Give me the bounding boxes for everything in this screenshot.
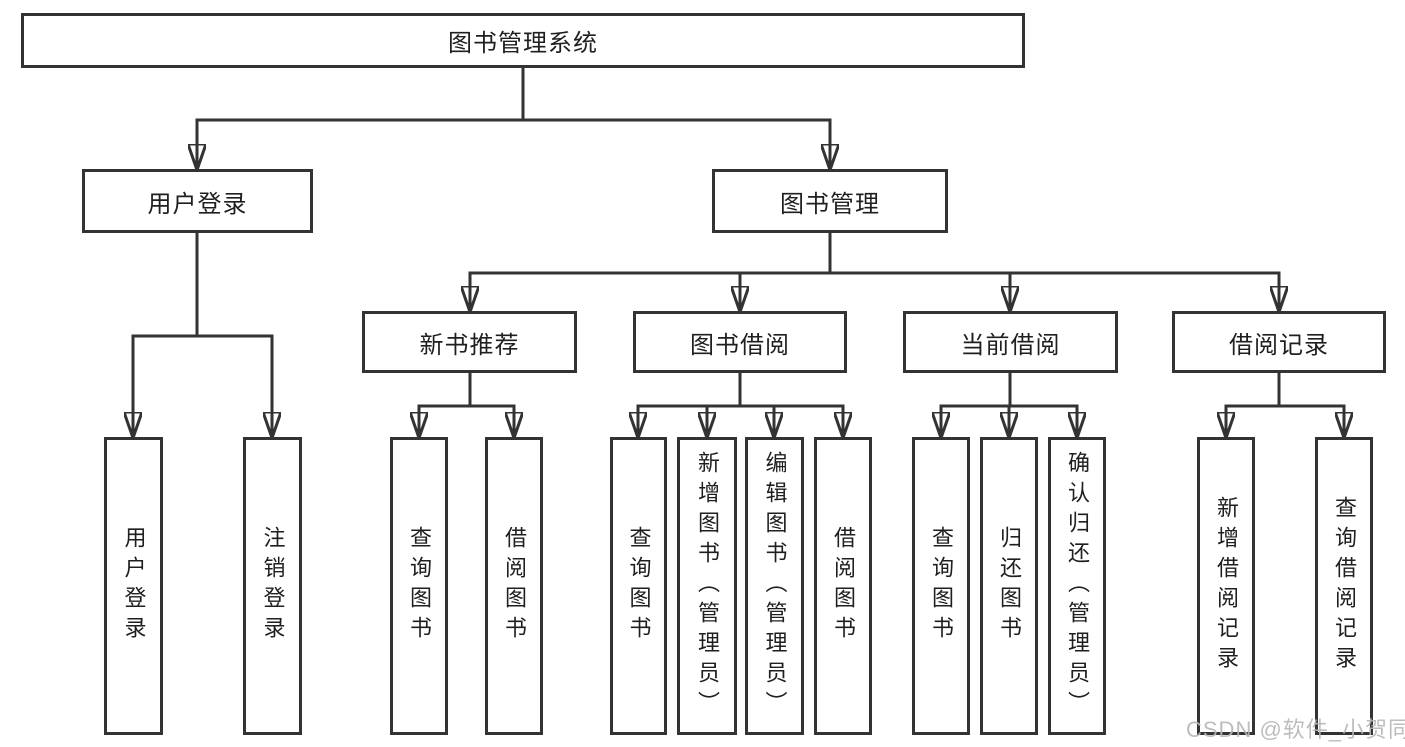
node-label: 图书管理系统	[448, 30, 598, 57]
leaf-add-borrow-record: 新增借阅记录	[1197, 437, 1255, 735]
node-label: 图书管理	[780, 190, 880, 218]
leaf-logout: 注销登录	[243, 437, 302, 735]
node-label: 新书推荐	[419, 331, 520, 359]
node-label: 当前借阅	[960, 331, 1061, 359]
node-label: 查询图书	[407, 526, 432, 646]
node-user-login: 用户登录	[82, 169, 313, 233]
node-label: 查询借阅记录	[1332, 496, 1357, 676]
node-label: 查询图书	[929, 526, 954, 646]
leaf-borrow-books: 借阅图书	[485, 437, 543, 735]
node-label: 确认归还（管理员）	[1065, 451, 1090, 721]
node-label: 注销登录	[260, 526, 286, 646]
node-label: 新增图书（管理员）	[695, 451, 720, 721]
node-label: 编辑图书（管理员）	[762, 451, 788, 721]
node-label: 查询图书	[626, 526, 652, 646]
watermark: CSDN @软件_小贺同学	[1186, 717, 1405, 742]
node-label: 用户登录	[121, 526, 147, 646]
leaf-query-books: 查询图书	[390, 437, 448, 735]
node-root-system: 图书管理系统	[21, 13, 1025, 68]
node-label: 图书借阅	[690, 331, 790, 359]
leaf-query-books: 查询图书	[912, 437, 970, 735]
leaf-user-login: 用户登录	[104, 437, 163, 735]
node-label: 新增借阅记录	[1214, 496, 1239, 676]
node-label: 借阅图书	[831, 526, 856, 646]
leaf-query-books: 查询图书	[610, 437, 667, 735]
leaf-return-books: 归还图书	[980, 437, 1038, 735]
leaf-borrow-books: 借阅图书	[814, 437, 872, 735]
node-label: 借阅记录	[1229, 331, 1329, 359]
node-label: 归还图书	[997, 526, 1022, 646]
node-book-management: 图书管理	[712, 169, 948, 233]
leaf-edit-books-admin: 编辑图书（管理员）	[745, 437, 804, 735]
node-book-borrow: 图书借阅	[633, 311, 847, 373]
node-new-book-recommend: 新书推荐	[362, 311, 577, 373]
node-label: 用户登录	[147, 190, 248, 218]
leaf-query-borrow-record: 查询借阅记录	[1315, 437, 1373, 735]
node-current-borrow: 当前借阅	[903, 311, 1118, 373]
leaf-confirm-return-admin: 确认归还（管理员）	[1048, 437, 1106, 735]
node-label: 借阅图书	[502, 526, 527, 646]
leaf-add-books-admin: 新增图书（管理员）	[677, 437, 737, 735]
node-borrow-records: 借阅记录	[1172, 311, 1386, 373]
